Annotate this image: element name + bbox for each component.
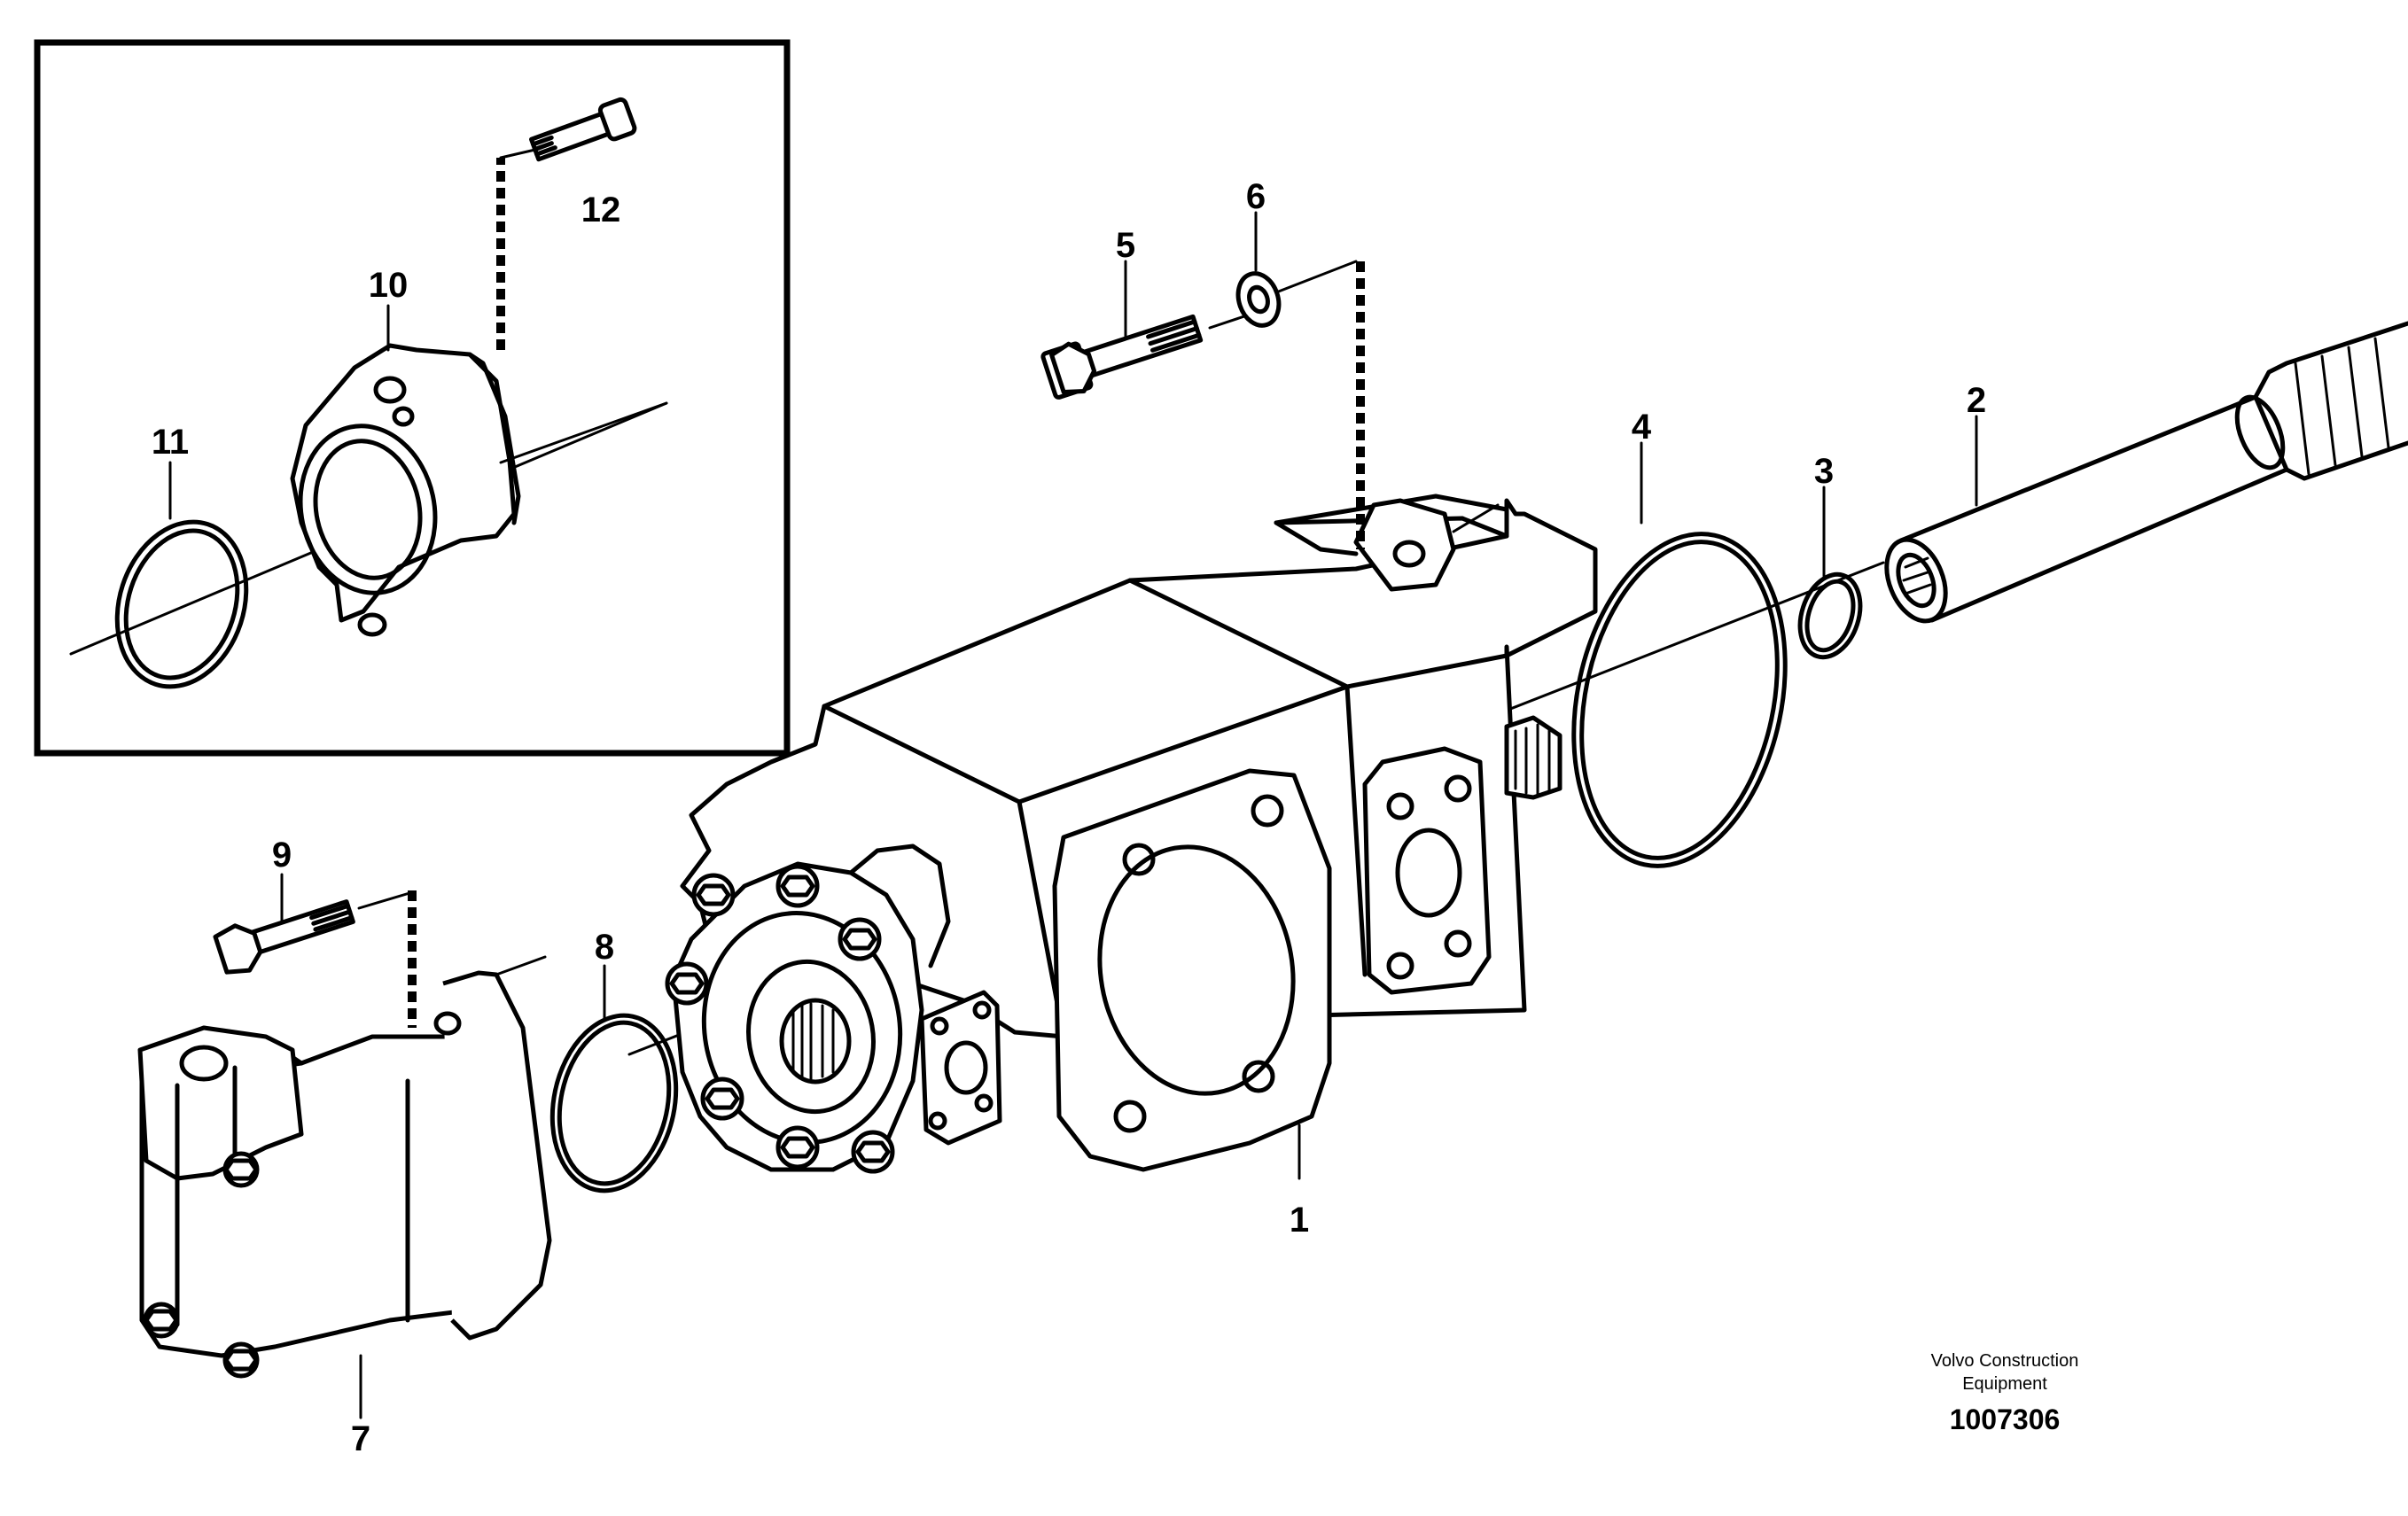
callout-12: 12	[581, 190, 621, 229]
callout-3: 3	[1814, 452, 1834, 491]
pump-top-axis	[1452, 503, 1500, 533]
callout-11: 11	[152, 423, 189, 462]
callout-8: 8	[595, 928, 614, 967]
callout-1: 1	[1290, 1201, 1309, 1240]
washer-6-axis	[1274, 260, 1358, 294]
detail-inset	[34, 39, 791, 757]
illustration-number: 1007306	[1950, 1403, 2061, 1435]
bolt-9-axis	[357, 891, 411, 910]
callout-leaders	[168, 211, 1978, 1419]
o-ring-4	[1571, 532, 1788, 868]
o-ring-11	[114, 519, 249, 689]
aux-pump-7	[137, 955, 552, 1379]
callout-7: 7	[351, 1419, 370, 1458]
callout-9: 9	[272, 836, 292, 875]
callout-5: 5	[1116, 226, 1135, 265]
inset-frame	[34, 39, 791, 757]
bolt-12	[529, 97, 637, 162]
pump-assembly-1	[627, 494, 1885, 1174]
manufacturer-line-1: Volvo Construction	[1931, 1351, 2079, 1371]
retaining-ring-3	[1797, 571, 1863, 660]
callout-10: 10	[369, 266, 409, 305]
callout-4: 4	[1632, 408, 1652, 447]
shaft-2	[1884, 321, 2408, 624]
bolt-5-axis	[1208, 313, 1251, 330]
o-ring-8	[549, 1013, 679, 1193]
flange-axis-extension	[499, 401, 668, 464]
flange-10	[290, 343, 521, 637]
end-cover-bolts	[665, 864, 895, 1174]
callout-6: 6	[1246, 177, 1266, 216]
callout-2: 2	[1967, 381, 1986, 420]
washer-6	[1235, 271, 1282, 328]
manufacturer-line-2: Equipment	[1962, 1374, 2047, 1394]
illustration-footer: Volvo Construction Equipment 1007306	[1931, 1351, 2079, 1435]
bolt-5	[1040, 314, 1204, 400]
bolt-9	[213, 899, 355, 975]
bolt-12-thread-line	[499, 147, 541, 159]
callout-numbers: 1 2 3 4 5 6 7 8 9 10 11 12	[152, 177, 1986, 1458]
